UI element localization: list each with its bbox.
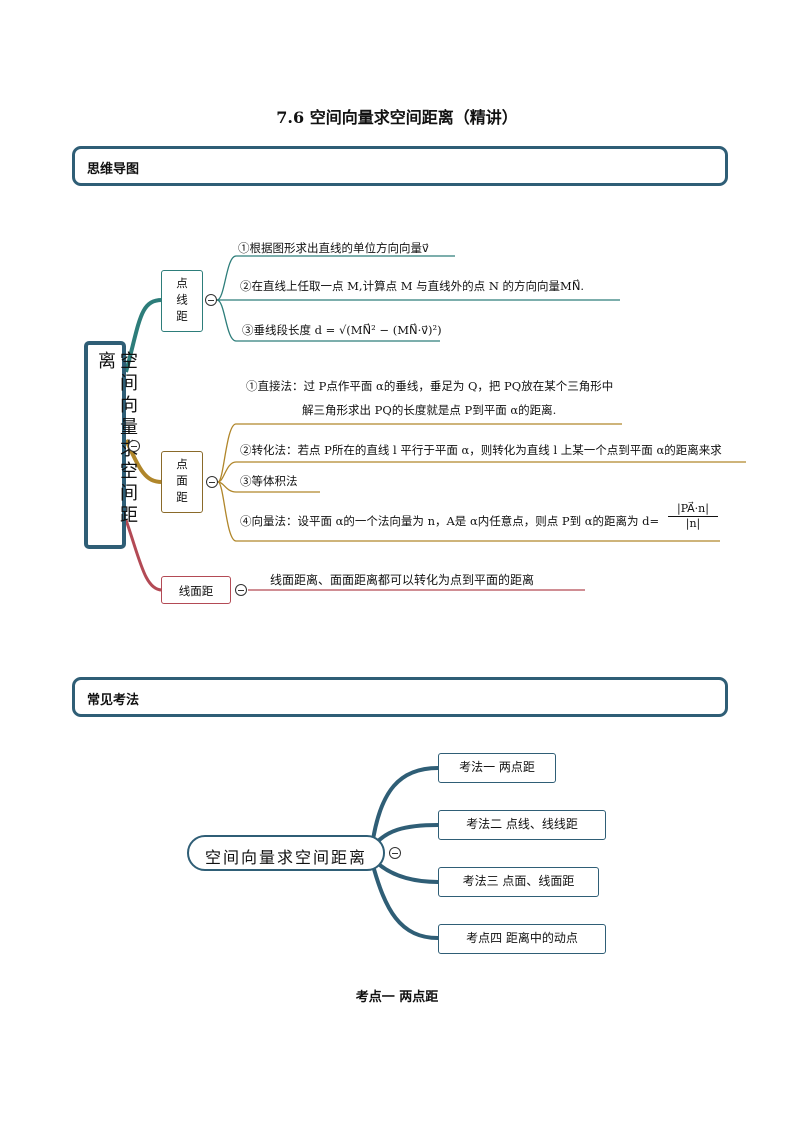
node-line-plane[interactable]: 线面距	[161, 576, 231, 604]
node-point-line[interactable]: 点线距	[161, 270, 203, 332]
point-plane-item-3: ③等体积法	[240, 474, 298, 488]
mindmap-root-label: 空间向量求空间距离	[95, 351, 138, 527]
collapse-icon[interactable]	[128, 440, 140, 452]
point-plane-item-2: ②转化法：若点 P所在的直线 l 平行于平面 α，则转化为直线 l 上某一个点到…	[240, 443, 722, 457]
formula-numerator: |PA⃗·n|	[668, 502, 718, 517]
formula-denominator: |n|	[685, 517, 701, 530]
node-point-plane-label: 点面距	[175, 458, 189, 508]
footer-heading: 考点一 两点距	[355, 990, 439, 1005]
mindmap-root: 空间向量求空间距离	[84, 341, 138, 549]
point-line-item-2: ②在直线上任取一点 M,计算点 M 与直线外的点 N 的方向向量MN⃗.	[240, 279, 585, 293]
method-2[interactable]: 考法二 点线、线线距	[438, 810, 606, 840]
common-root-label: 空间向量求空间距离	[204, 848, 367, 867]
page-title: 7.6 空间向量求空间距离（精讲）	[276, 108, 518, 127]
collapse-icon[interactable]	[389, 847, 401, 859]
collapse-icon[interactable]	[205, 294, 217, 306]
section-label: 常见考法	[87, 693, 140, 708]
common-root[interactable]: 空间向量求空间距离	[187, 835, 385, 871]
method-3[interactable]: 考法三 点面、线面距	[438, 867, 599, 897]
node-point-line-label: 点线距	[175, 277, 189, 327]
point-plane-item-1b: 解三角形求出 PQ的长度就是点 P到平面 α的距离.	[302, 403, 557, 417]
line-plane-text: 线面距离、面面距离都可以转化为点到平面的距离	[270, 573, 535, 587]
collapse-icon[interactable]	[206, 476, 218, 488]
point-plane-item-4: ④向量法：设平面 α的一个法向量为 n，A是 α内任意点，则点 P到 α的距离为…	[240, 514, 660, 528]
section-header-mindmap: 思维导图	[72, 146, 728, 186]
point-line-item-3: ③垂线段长度 d = √(MN⃗² − (MN⃗·v⃗)²)	[242, 323, 442, 337]
distance-formula: |PA⃗·n| |n|	[668, 502, 718, 530]
section-label: 思维导图	[87, 162, 140, 177]
point-line-item-1: ①根据图形求出直线的单位方向向量v⃗	[238, 241, 429, 255]
node-point-plane[interactable]: 点面距	[161, 451, 203, 513]
method-4[interactable]: 考点四 距离中的动点	[438, 924, 606, 954]
node-line-plane-label: 线面距	[178, 584, 214, 598]
point-plane-item-1a: ①直接法：过 P点作平面 α的垂线，垂足为 Q，把 PQ放在某个三角形中	[246, 379, 614, 393]
method-1[interactable]: 考法一 两点距	[438, 753, 556, 783]
collapse-icon[interactable]	[235, 584, 247, 596]
section-header-common: 常见考法	[72, 677, 728, 717]
